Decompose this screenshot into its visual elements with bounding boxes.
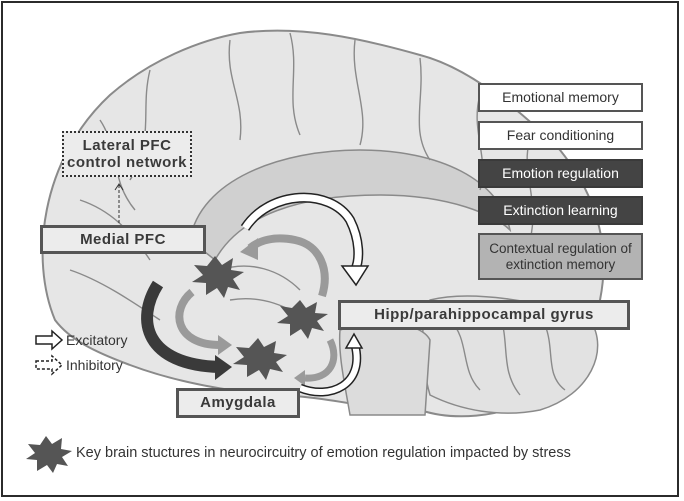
function-contextual-regulation: Contextual regulation of extinction memo…: [478, 233, 643, 280]
excitatory-arrow-lower: [298, 332, 364, 397]
starburst-legend-icon: [26, 436, 72, 473]
inhibitory-legend-icon: [35, 354, 64, 376]
amygdala-label: Amygdala: [176, 388, 300, 418]
function-emotion-regulation: Emotion regulation: [478, 159, 643, 188]
function-extinction-learning: Extinction learning: [478, 196, 643, 225]
function-fear-conditioning: Fear conditioning: [478, 121, 643, 150]
legend-excitatory: Excitatory: [66, 332, 128, 348]
hipp-label: Hipp/parahippocampal gyrus: [338, 300, 630, 330]
gray-arrow-left: [175, 288, 232, 355]
footer-caption: Key brain stuctures in neurocircuitry of…: [76, 445, 571, 461]
excitatory-legend-icon: [35, 329, 64, 351]
medial-pfc-label: Medial PFC: [40, 225, 206, 254]
gray-arrow-upper: [240, 234, 329, 298]
gray-arrow-lower: [294, 338, 338, 386]
inhibitory-arrow: [141, 280, 232, 380]
lateral-pfc-label: Lateral PFC control network: [62, 131, 192, 177]
starburst-amygdala: [233, 338, 287, 380]
starburst-hipp: [277, 300, 328, 339]
excitatory-arrow-top: [240, 192, 370, 287]
starburst-mpfc: [192, 256, 244, 298]
starbursts: [26, 256, 328, 473]
legend-inhibitory: Inhibitory: [66, 357, 123, 373]
function-emotional-memory: Emotional memory: [478, 83, 643, 112]
